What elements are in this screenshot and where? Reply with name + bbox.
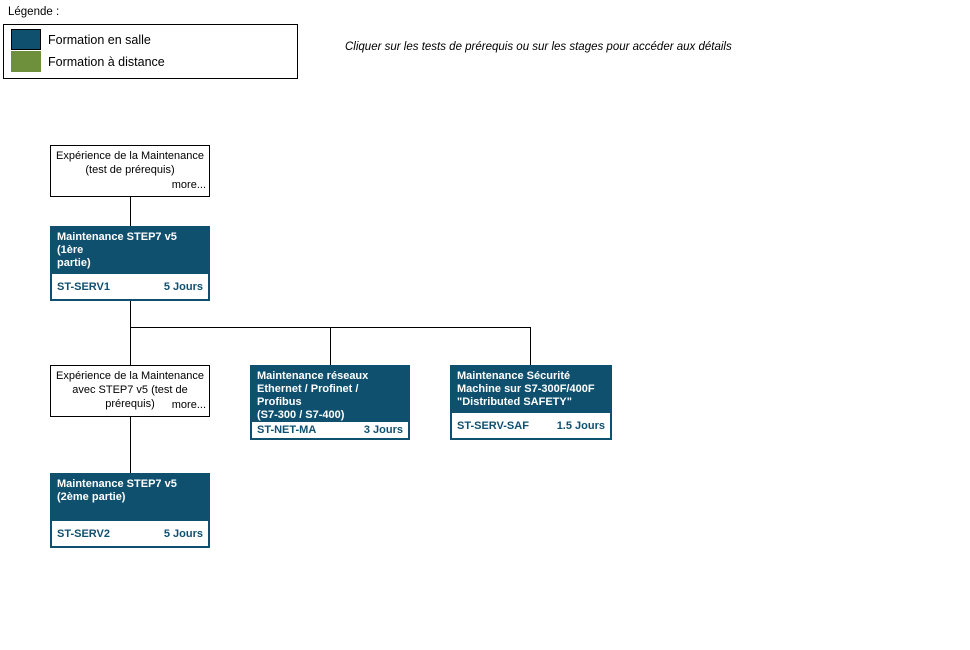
course-code: ST-SERV1 bbox=[57, 280, 110, 293]
course-duration: 5 Jours bbox=[163, 280, 203, 293]
course-code: ST-SERV2 bbox=[57, 527, 110, 540]
course-footer: ST-SERV-SAF 1.5 Jours bbox=[452, 413, 610, 438]
course-title-line: Machine sur S7-300F/400F bbox=[457, 383, 595, 395]
course-code: ST-SERV-SAF bbox=[457, 419, 529, 432]
course-code: ST-NET-MA bbox=[257, 424, 317, 436]
course-footer: ST-SERV1 5 Jours bbox=[52, 274, 208, 299]
prereq-test-box-maintenance-step7[interactable]: Expérience de la Maintenance avec STEP7 … bbox=[50, 365, 210, 417]
distance-color-swatch bbox=[11, 51, 41, 72]
more-link[interactable]: more... bbox=[171, 399, 206, 411]
classroom-color-swatch bbox=[11, 29, 41, 50]
legend-item-label: Formation en salle bbox=[48, 32, 151, 47]
course-title-line: (S7-300 / S7-400) bbox=[257, 409, 345, 421]
course-title-line: (2ème partie) bbox=[57, 491, 126, 503]
connector-branch-horizontal bbox=[130, 327, 531, 328]
course-title: Maintenance STEP7 v5 (1ère partie) bbox=[52, 228, 208, 274]
connector-prereq2-course4 bbox=[130, 417, 131, 473]
course-title-line: Maintenance Sécurité bbox=[457, 370, 571, 382]
connector-branch-course2 bbox=[330, 328, 331, 365]
course-duration: 3 Jours bbox=[363, 424, 403, 436]
course-duration: 1.5 Jours bbox=[556, 419, 605, 432]
course-title-line: Maintenance réseaux bbox=[257, 370, 369, 382]
course-box-st-serv1[interactable]: Maintenance STEP7 v5 (1ère partie) ST-SE… bbox=[50, 226, 210, 301]
course-box-st-serv-saf[interactable]: Maintenance Sécurité Machine sur S7-300F… bbox=[450, 365, 612, 440]
prereq-title-line: (test de prérequis) bbox=[85, 164, 175, 176]
connector-course1-prereq2 bbox=[130, 301, 131, 365]
more-link[interactable]: more... bbox=[171, 179, 206, 191]
course-title-line: partie) bbox=[57, 257, 91, 269]
connector-branch-course3 bbox=[530, 328, 531, 365]
prereq-title-line: avec STEP7 v5 (test de bbox=[72, 384, 188, 396]
course-title-line: "Distributed SAFETY" bbox=[457, 396, 572, 408]
connector-prereq1-course1 bbox=[130, 197, 131, 226]
prereq-title-line: Expérience de la Maintenance bbox=[56, 370, 204, 382]
course-title-line: Ethernet / Profinet / Profibus bbox=[257, 383, 359, 408]
course-footer: ST-SERV2 5 Jours bbox=[52, 521, 208, 546]
course-duration: 5 Jours bbox=[163, 527, 203, 540]
legend-item-label: Formation à distance bbox=[48, 54, 165, 69]
course-title-line: Maintenance STEP7 v5 bbox=[57, 478, 177, 490]
prereq-title-line: Expérience de la Maintenance bbox=[56, 150, 204, 162]
prereq-test-box-maintenance[interactable]: Expérience de la Maintenance (test de pr… bbox=[50, 145, 210, 197]
course-title-line: Maintenance STEP7 v5 (1ère bbox=[57, 231, 177, 256]
course-title: Maintenance STEP7 v5 (2ème partie) bbox=[52, 475, 208, 521]
legend-item-classroom: Formation en salle bbox=[11, 29, 151, 50]
course-footer: ST-NET-MA 3 Jours bbox=[252, 422, 408, 438]
course-box-st-net-ma[interactable]: Maintenance réseaux Ethernet / Profinet … bbox=[250, 365, 410, 440]
course-title: Maintenance réseaux Ethernet / Profinet … bbox=[252, 367, 408, 422]
legend-item-distance: Formation à distance bbox=[11, 51, 165, 72]
legend-title: Légende : bbox=[8, 6, 60, 18]
instruction-text: Cliquer sur les tests de prérequis ou su… bbox=[345, 41, 732, 53]
course-box-st-serv2[interactable]: Maintenance STEP7 v5 (2ème partie) ST-SE… bbox=[50, 473, 210, 548]
legend-box: Formation en salle Formation à distance bbox=[3, 24, 298, 79]
prereq-title-line: prérequis) bbox=[105, 398, 155, 410]
course-title: Maintenance Sécurité Machine sur S7-300F… bbox=[452, 367, 610, 413]
